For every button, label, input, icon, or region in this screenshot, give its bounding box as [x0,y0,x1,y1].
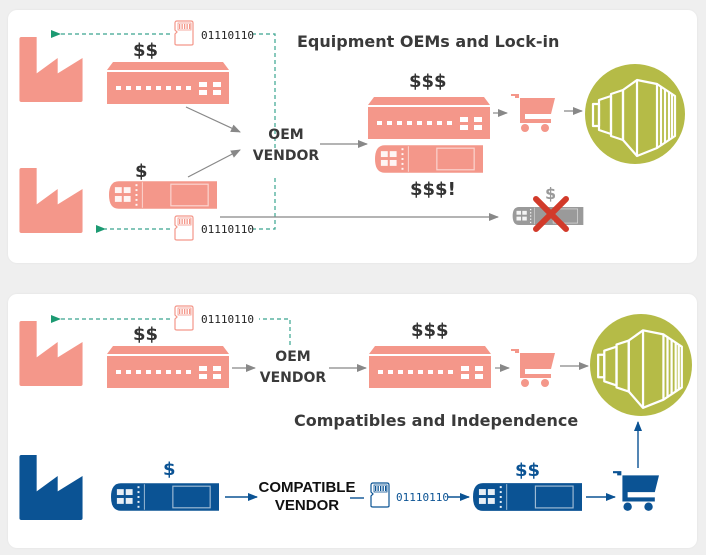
compatibles-independence-panel: 01110110 $$ OEM VENDOR $$$ Compatibles a… [8,294,697,548]
sd-card-icon [174,20,194,46]
price-label: $ [135,161,148,182]
firmware-bits: 01110110 [396,491,449,504]
price-label: $$$! [410,179,456,200]
oem-lockin-panel: Equipment OEMs and Lock-in 01110110 0111… [8,10,697,263]
switch-icon [368,97,490,139]
transceiver-icon [473,483,582,511]
price-label: $ [545,184,556,203]
firmware-bits: 01110110 [201,313,254,326]
sd-card-icon [174,215,194,241]
factory-icon [19,321,83,386]
compatible-vendor-line2: VENDOR [275,497,339,514]
price-label: $$ [133,40,158,61]
panel-title: Equipment OEMs and Lock-in [297,32,559,51]
switch-icon [107,346,229,388]
firmware-return-line [51,315,291,345]
vendor-label-line1: OEM [275,349,310,365]
factory-icon [19,37,83,102]
transceiver-icon [375,145,483,173]
firmware-bits: 01110110 [201,29,254,42]
red-x-icon [533,196,569,232]
flow-arrow [185,106,241,133]
datacenter-icon [585,64,685,164]
flow-arrow [187,149,241,178]
transceiver-icon [111,483,219,511]
sd-card-icon [174,305,194,331]
switch-icon [107,62,229,104]
cart-icon [613,471,659,511]
vendor-label-line1: OEM [268,127,303,143]
price-label: $$$ [409,71,447,92]
datacenter-icon [590,314,692,416]
price-label: $$ [133,324,158,345]
vendor-label-line2: VENDOR [260,370,327,386]
compatible-vendor-line1: COMPATIBLE [259,479,356,496]
transceiver-icon [109,181,217,209]
vendor-label-line2: VENDOR [253,148,320,164]
panel-title: Compatibles and Independence [294,411,578,430]
price-label: $ [163,459,176,480]
cart-icon [511,94,555,132]
sd-card-icon [370,482,390,508]
price-label: $$$ [411,320,449,341]
firmware-bits: 01110110 [201,223,254,236]
price-label: $$ [515,460,540,481]
factory-icon [19,168,83,233]
firmware-return-line [51,30,276,233]
factory-icon [19,455,83,520]
cart-icon [511,349,555,387]
switch-icon [369,346,491,388]
